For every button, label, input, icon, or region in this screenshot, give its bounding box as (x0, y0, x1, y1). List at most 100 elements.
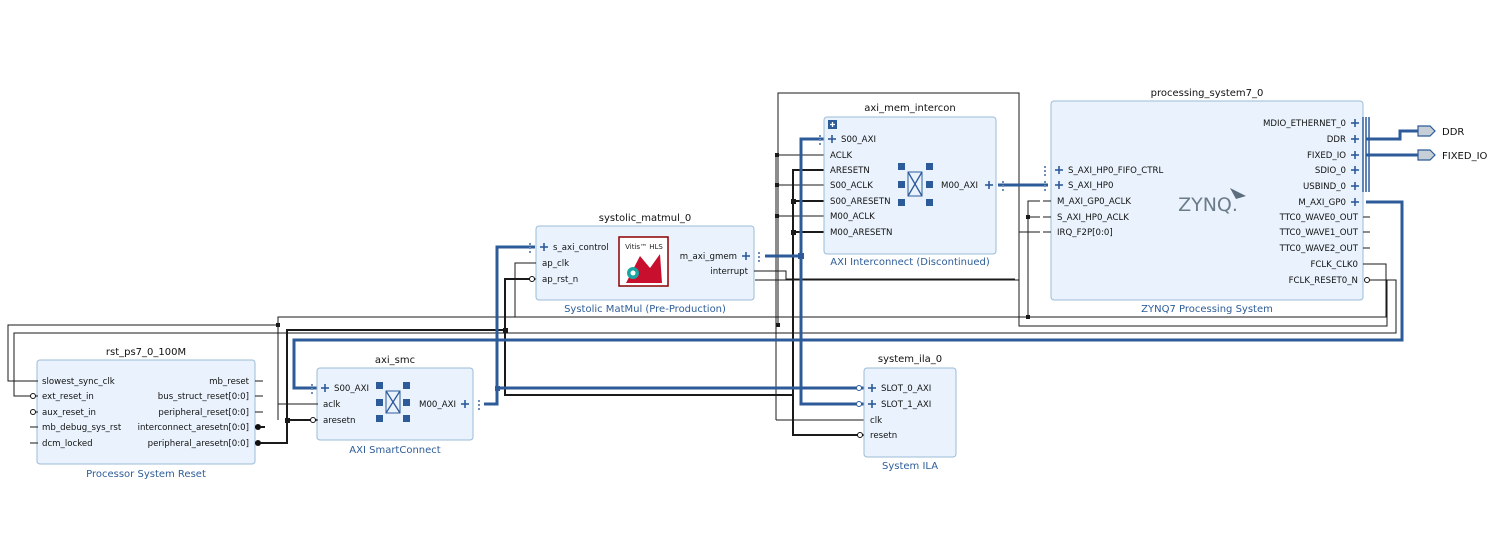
external-port-label: DDR (1442, 127, 1464, 138)
block-name: systolic_matmul_0 (599, 213, 691, 224)
block-name: rst_ps7_0_100M (106, 347, 186, 358)
pin-irq-f2p: IRQ_F2P[0:0] (1057, 228, 1113, 238)
plus-icon[interactable] (742, 252, 750, 260)
pin-interrupt: interrupt (710, 267, 748, 277)
external-port-fixed-io[interactable]: FIXED_IO (1417, 149, 1488, 162)
plus-icon[interactable] (868, 384, 876, 392)
plus-icon[interactable] (1055, 181, 1063, 189)
input-pins: s_axi_control ap_clk ap_rst_n (528, 243, 609, 285)
pin-aresetn: ARESETN (830, 166, 870, 176)
block-axi-smc[interactable]: axi_smc AXI SmartConnect S00_AXI aclk ar… (310, 355, 474, 456)
plus-icon[interactable] (985, 181, 993, 189)
pin-aux-reset-in: aux_reset_in (42, 408, 96, 418)
plus-icon[interactable] (1351, 166, 1359, 174)
pin-m-axi-gmem: m_axi_gmem (680, 252, 737, 262)
block-subtitle: System ILA (882, 461, 938, 472)
plus-icon[interactable] (1055, 166, 1063, 174)
pin-mb-debug-sys-rst: mb_debug_sys_rst (42, 423, 122, 433)
pin-ap-rst-n: ap_rst_n (542, 275, 578, 285)
pin-ttc0-wave1-out: TTC0_WAVE1_OUT (1279, 228, 1359, 238)
pin-usbind-0: USBIND_0 (1303, 182, 1346, 192)
pin-ddr: DDR (1327, 135, 1346, 145)
pin-peripheral-aresetn: peripheral_aresetn[0:0] (148, 439, 249, 449)
pin-m-axi-gp0-aclk: M_AXI_GP0_ACLK (1057, 197, 1131, 207)
pin-s-axi-hp0-aclk: S_AXI_HP0_ACLK (1057, 213, 1129, 223)
external-port-label: FIXED_IO (1442, 151, 1488, 162)
output-pins: M00_AXI (941, 181, 993, 191)
net-junctions (276, 153, 1030, 423)
zynq-logo-mark (1230, 188, 1246, 199)
pin-m00-aresetn: M00_ARESETN (830, 228, 893, 238)
input-pins: S_AXI_HP0_FIFO_CTRL S_AXI_HP0 M_AXI_GP0_… (1043, 166, 1163, 238)
pin-s00-aclk: S00_ACLK (830, 181, 873, 191)
plus-icon[interactable] (1351, 119, 1359, 127)
zynq-logo: ZYNQ. (1178, 194, 1238, 216)
output-pins: m_axi_gmem interrupt (680, 252, 762, 277)
block-rst-ps7[interactable]: rst_ps7_0_100M Processor System Reset sl… (30, 347, 263, 480)
plus-icon[interactable] (1351, 135, 1359, 143)
output-pins: MDIO_ETHERNET_0 DDR FIXED_IO SDIO_0 USBI… (1263, 117, 1370, 286)
pin-s00-axi: S00_AXI (334, 384, 369, 394)
plus-icon[interactable] (828, 135, 836, 143)
block-subtitle: AXI SmartConnect (349, 445, 440, 456)
pin-mb-reset: mb_reset (209, 377, 250, 387)
pin-slowest-sync-clk: slowest_sync_clk (42, 377, 115, 387)
pin-ttc0-wave0-out: TTC0_WAVE0_OUT (1279, 213, 1359, 223)
pin-aclk: ACLK (830, 151, 853, 161)
pin-aresetn: aresetn (323, 416, 355, 426)
pin-dcm-locked: dcm_locked (42, 439, 93, 449)
bus-interface-markers (311, 135, 1046, 410)
pin-s-axi-hp0-fifo-ctrl: S_AXI_HP0_FIFO_CTRL (1068, 166, 1163, 176)
block-subtitle: Systolic MatMul (Pre-Production) (564, 304, 726, 315)
vitis-hls-logo: Vitis™ HLS (618, 236, 669, 287)
block-subtitle: ZYNQ7 Processing System (1141, 304, 1273, 315)
block-systolic-matmul[interactable]: systolic_matmul_0 Systolic MatMul (Pre-P… (528, 213, 762, 315)
pin-fclk-reset0-n: FCLK_RESET0_N (1289, 276, 1358, 286)
pin-ap-clk: ap_clk (542, 259, 569, 269)
pin-m00-axi: M00_AXI (941, 181, 978, 191)
logo-text: Vitis™ HLS (625, 243, 663, 251)
pin-fclk-clk0: FCLK_CLK0 (1310, 260, 1358, 270)
plus-icon[interactable] (1351, 151, 1359, 159)
pin-m-axi-gp0: M_AXI_GP0 (1298, 198, 1346, 208)
bus-interface-bars (1362, 117, 1370, 192)
block-name: system_ila_0 (878, 354, 942, 365)
block-name: axi_smc (375, 355, 415, 366)
block-system-ila[interactable]: system_ila_0 System ILA SLOT_0_AXI SLOT_… (856, 354, 957, 472)
plus-icon[interactable] (1351, 182, 1359, 190)
pin-bus-struct-reset: bus_struct_reset[0:0] (158, 392, 249, 402)
net-wires (7, 92, 1397, 444)
pin-s-axi-control: s_axi_control (553, 243, 609, 253)
input-pins: SLOT_0_AXI SLOT_1_AXI clk resetn (856, 384, 931, 441)
pin-mdio-ethernet-0: MDIO_ETHERNET_0 (1263, 119, 1346, 129)
pin-m00-axi: M00_AXI (419, 400, 456, 410)
expand-icon[interactable] (828, 120, 837, 129)
block-axi-mem-intercon[interactable]: axi_mem_intercon AXI Interconnect (Disco… (823, 103, 997, 268)
external-port-ddr[interactable]: DDR (1417, 125, 1464, 138)
plus-icon[interactable] (461, 400, 469, 408)
output-pins: M00_AXI (419, 400, 469, 410)
input-pins: slowest_sync_clk ext_reset_in aux_reset_… (30, 377, 122, 449)
pin-ext-reset-in: ext_reset_in (42, 392, 94, 402)
axi-buses (292, 129, 1418, 406)
pin-slot-1-axi: SLOT_1_AXI (881, 400, 931, 410)
input-pins: S00_AXI aclk aresetn (310, 384, 369, 426)
pin-sdio-0: SDIO_0 (1315, 166, 1346, 176)
input-pins: S00_AXI ACLK ARESETN S00_ACLK S00_ARESET… (828, 135, 893, 238)
pin-s00-aresetn: S00_ARESETN (830, 197, 891, 207)
pin-interconnect-aresetn: interconnect_aresetn[0:0] (138, 423, 249, 433)
pin-fixed-io: FIXED_IO (1307, 151, 1346, 161)
crossbar-icon (376, 382, 410, 422)
block-name: axi_mem_intercon (864, 103, 956, 114)
crossbar-icon (898, 163, 933, 206)
plus-icon[interactable] (321, 384, 329, 392)
plus-icon[interactable] (540, 243, 548, 251)
pin-slot-0-axi: SLOT_0_AXI (881, 384, 931, 394)
pin-m00-aclk: M00_ACLK (830, 212, 875, 222)
pin-clk: clk (870, 416, 882, 426)
plus-icon[interactable] (1351, 198, 1359, 206)
block-processing-system7[interactable]: processing_system7_0 ZYNQ7 Processing Sy… (1043, 88, 1370, 315)
plus-icon[interactable] (868, 400, 876, 408)
block-subtitle: Processor System Reset (86, 469, 206, 480)
